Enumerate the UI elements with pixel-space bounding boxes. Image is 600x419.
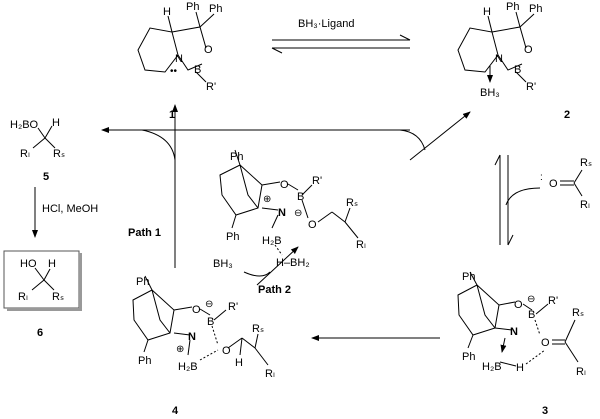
nitrogen-label: N [278,207,286,219]
phenyl-label: Ph [138,355,151,367]
oxygen-label: O [192,304,201,316]
hydrogen-label: H [483,6,491,18]
oxygen-label: O [222,345,231,357]
phenyl-label: Ph [186,1,199,13]
nitrogen-label: N [510,326,518,338]
nitrogen-label: N [495,53,503,65]
compound-3: Ph Ph O N B ⊖ R' H₂B H O Rₛ Rₗ 3 [457,271,586,417]
negative-charge: ⊖ [527,294,535,305]
path-2-label: Path 2 [258,284,291,296]
equilibrium-arrows-2-3 [494,154,541,246]
ketone-substrate: O : Rₛ Rₗ [540,157,592,211]
oxygen-label: O [541,337,550,349]
lone-pair: : [540,172,543,183]
rl-label: Rₗ [18,291,28,303]
compound-4: Ph Ph O N B ⊖ ⊕ R' H₂B O H Rₛ Rₗ 4 [132,275,275,417]
phenyl-label: Ph [226,231,239,243]
compound-number-4: 4 [172,405,179,417]
positive-charge: ⊕ [263,194,271,205]
boron-label: B [297,191,304,203]
negative-charge: ⊖ [294,208,302,219]
phenyl-label: Ph [529,3,542,15]
phenyl-label: Ph [506,1,519,13]
rl-label: Rₗ [576,366,586,378]
path-1-label: Path 1 [128,227,161,239]
rl-label: Rₗ [356,239,366,251]
compound-number-2: 2 [564,109,570,121]
hydroxyl-label: HO [20,258,37,270]
compound-1: H Ph Ph O N B R' •• 1 [137,1,222,121]
compound-5: H₂BO H Rₗ Rₛ 5 [10,117,65,183]
compound-number-3: 3 [542,405,548,417]
rs-label: Rₛ [572,307,584,319]
reagent-bh3: BH₃ [213,258,233,270]
nitrogen-label: N [175,53,183,65]
phenyl-label: Ph [136,276,149,288]
hydrogen-label: H [163,6,171,18]
positive-charge: ⊕ [176,344,184,355]
phenyl-label: Ph [462,351,475,363]
lone-pair: •• [170,66,178,77]
phenyl-label: Ph [209,3,222,15]
rl-label: Rₗ [580,199,590,211]
h2b-label: H₂B [482,361,502,373]
r-prime-label: R' [526,81,536,93]
negative-charge: ⊖ [205,299,213,310]
oxygen-label: O [524,44,533,56]
oxygen-label: O [308,219,317,231]
compound-number-5: 5 [43,171,49,183]
path-2-arrows: BH₃ Path 2 [213,246,299,296]
reagent-bh3-ligand: BH₃·Ligand [298,18,354,30]
rs-label: Rₛ [53,148,65,160]
boron-label: B [514,64,521,76]
h2b-label: H₂B [178,361,198,373]
r-prime-label: R' [312,175,322,187]
rs-label: Rₛ [252,323,264,335]
hydrogen-label: H [516,362,524,374]
rl-label: Rₗ [20,148,30,160]
boron-label: B [528,309,535,321]
cycle-arrows: Path 1 [101,104,471,341]
rs-label: Rₛ [580,157,592,169]
boron-label: B [194,64,201,76]
compound-number-1: 1 [169,109,175,121]
hydrogen-label: H [48,258,56,270]
nitrogen-label: N [188,331,196,343]
h2b-label: H₂B [262,235,282,247]
bh3-label: BH₃ [480,87,500,99]
reagent-hcl-meoh: HCl, MeOH [42,203,98,215]
phenyl-label: Ph [230,151,243,163]
rs-label: Rₛ [52,291,64,303]
phenyl-label: Ph [462,271,475,283]
h2bo-label: H₂BO [10,119,39,131]
oxygen-label: O [514,299,523,311]
r-prime-label: R' [548,295,558,307]
compound-number-6: 6 [37,327,43,339]
hydrogen-label: H [235,357,243,369]
boron-label: B [207,316,214,328]
r-prime-label: R' [206,81,216,93]
oxygen-label: O [549,178,558,190]
oxygen-label: O [204,44,213,56]
rs-label: Rₛ [346,197,358,209]
rl-label: Rₗ [265,368,275,380]
path-2-intermediate: Ph Ph O N B ⊖ ⊕ R' H₂B H–BH₂ O Rₛ Rₗ [219,149,366,269]
compound-6: HO H Rₗ Rₛ 6 [3,250,82,339]
r-prime-label: R' [228,301,238,313]
equilibrium-arrows-1-2: BH₃·Ligand [271,18,411,54]
compound-2: H Ph Ph O N B R' BH₃ 2 [457,1,570,121]
oxygen-label: O [280,179,289,191]
hydrogen-label: H [52,117,60,129]
